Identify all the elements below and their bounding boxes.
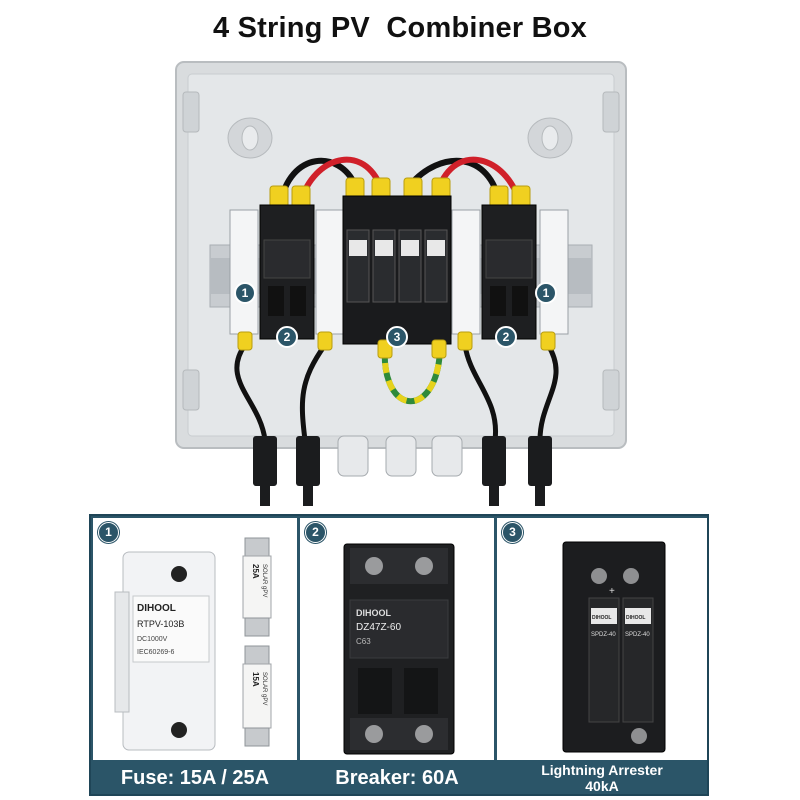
callout-badge-3: 3 bbox=[502, 522, 523, 543]
breaker-illustration: DIHOOL DZ47Z-60 C63 bbox=[343, 543, 455, 755]
fuse-cell: DIHOOL RTPV-103B DC1000V IEC60269-6 25A … bbox=[93, 518, 297, 760]
fuse-bottom-rating: 15A bbox=[251, 672, 260, 687]
callout-1-left: 1 bbox=[242, 286, 249, 300]
fuse-top-brand: SOLAR gPV bbox=[261, 564, 267, 597]
arrester-caption: Lightning Arrester 40kA bbox=[497, 762, 707, 794]
page-title: 4 String PV Combiner Box bbox=[213, 12, 587, 44]
fuse-caption: Fuse: 15A / 25A bbox=[120, 766, 270, 789]
breaker-rating: C63 bbox=[356, 637, 371, 646]
fuse-top-rating: 25A bbox=[251, 564, 260, 579]
arrester-model-1: SPDZ-40 bbox=[591, 632, 616, 638]
component-panel: DIHOOL RTPV-103B DC1000V IEC60269-6 25A … bbox=[89, 514, 709, 796]
fuse-illustration: DIHOOL RTPV-103B DC1000V IEC60269-6 25A … bbox=[114, 537, 272, 751]
arrester-cell: + DIHOOL DIHOOL SPDZ-40 SPDZ-40 3 bbox=[497, 518, 707, 760]
callout-badge-1: 1 bbox=[98, 522, 119, 543]
combiner-box-illustration: 1 2 3 2 1 bbox=[175, 61, 627, 506]
fuse-top: 25A SOLAR gPV bbox=[242, 537, 272, 637]
breaker-caption: Breaker: 60A bbox=[335, 766, 459, 789]
callout-badge-2: 2 bbox=[305, 522, 326, 543]
arrester-illustration: + DIHOOL DIHOOL SPDZ-40 SPDZ-40 bbox=[562, 541, 666, 753]
arrester-model-2: SPDZ-40 bbox=[625, 632, 650, 638]
fuse-bottom: 15A SOLAR gPV bbox=[242, 645, 272, 747]
fuse-bottom-brand: SOLAR gPV bbox=[261, 672, 267, 705]
arrester-brand-2: DIHOOL bbox=[626, 615, 645, 621]
breaker-cell: DIHOOL DZ47Z-60 C63 2 bbox=[300, 518, 494, 760]
svg-text:+: + bbox=[609, 586, 615, 597]
callout-3: 3 bbox=[394, 330, 401, 344]
breaker-brand: DIHOOL bbox=[356, 608, 392, 618]
breaker-model: DZ47Z-60 bbox=[356, 622, 401, 633]
fuse-holder-model: RTPV-103B bbox=[137, 619, 184, 629]
fuse-holder-brand: DIHOOL bbox=[137, 603, 176, 614]
arrester-brand-1: DIHOOL bbox=[592, 615, 611, 621]
callout-1-right: 1 bbox=[543, 286, 550, 300]
callout-2-right: 2 bbox=[503, 330, 510, 344]
fuse-holder-voltage: DC1000V bbox=[137, 636, 168, 643]
arrester-caption-line2: 40kA bbox=[585, 778, 619, 794]
fuse-holder-standard: IEC60269-6 bbox=[137, 649, 174, 656]
callout-markers bbox=[234, 282, 557, 348]
arrester-caption-line1: Lightning Arrester bbox=[541, 762, 663, 778]
callout-2-left: 2 bbox=[284, 330, 291, 344]
